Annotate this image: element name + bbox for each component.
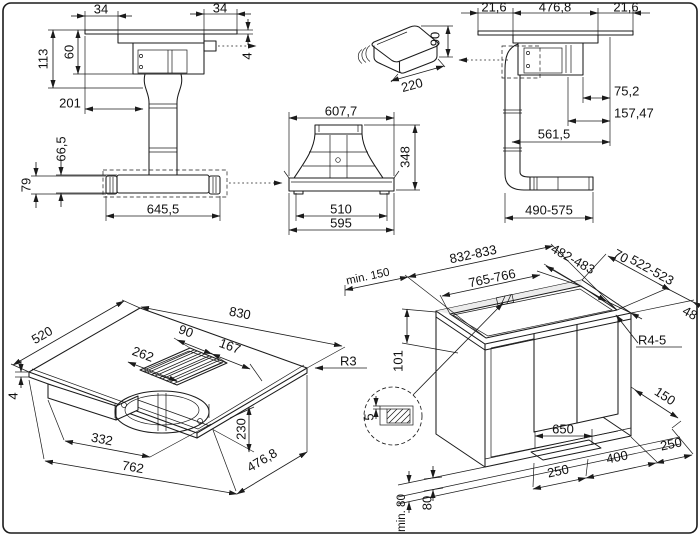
dim-outlet-range: 490-575 xyxy=(525,203,573,218)
wall-duct xyxy=(503,43,594,191)
dim-grille-width: 90 xyxy=(177,321,196,340)
dim-overhang-left: 34 xyxy=(94,2,108,17)
view-side-section-left: 34 34 4 113 60 201 79 xyxy=(19,1,283,221)
dim-hood-mount-width: 510 xyxy=(330,202,352,217)
dim-total-height: 113 xyxy=(36,49,51,70)
dim-hood-base-width: 595 xyxy=(330,216,352,231)
dim-vent-width: 650 xyxy=(552,422,574,437)
dim-offset-2: 157,47 xyxy=(614,106,654,121)
dim-vent-center: 400 xyxy=(605,447,629,466)
dim-overhang-right-r: 21,6 xyxy=(613,0,638,15)
dim-offset-1: 75,2 xyxy=(614,84,639,99)
dim-hob-width: 830 xyxy=(228,304,252,323)
dim-plinth-height: 79 xyxy=(19,178,34,192)
dim-top-clearance: 101 xyxy=(391,350,406,372)
view-hob-isometric: 520 830 90 167 262 4 332 762 230 xyxy=(6,299,367,496)
hob-glass-side-right xyxy=(477,30,634,79)
dim-grille-offset: 167 xyxy=(217,335,243,357)
view-hood-front: 607,7 348 510 595 xyxy=(283,104,420,235)
dim-vent-right: 250 xyxy=(659,434,683,453)
dim-elbow-width: 220 xyxy=(400,75,425,95)
dimensions-side-right: 21,6 476,8 21,6 75,2 157,47 561,5 490-57… xyxy=(461,0,654,223)
dim-plinth-height-cab: 80 xyxy=(420,496,435,510)
dim-corner-radius: R3 xyxy=(340,354,357,369)
dim-elbow-height: 90 xyxy=(428,32,443,46)
dimensions-hob-iso: 520 830 90 167 262 4 332 762 230 xyxy=(6,299,367,496)
dim-vent-left: 250 xyxy=(546,461,570,480)
dim-corner-radius-cab: R4-5 xyxy=(638,333,666,348)
telescopic-duct xyxy=(143,73,183,176)
airflow-arrow-right xyxy=(218,43,283,186)
floor-lines xyxy=(397,436,681,505)
plinth-downdraft-unit xyxy=(102,169,228,198)
dim-cutout-width-r: 476,8 xyxy=(539,0,572,15)
dim-plinth-width: 645,5 xyxy=(147,202,180,217)
dimensions-hood: 607,7 348 510 595 xyxy=(288,104,420,235)
hob-glass-side xyxy=(84,29,238,75)
dim-front-strip: 48 xyxy=(680,303,700,323)
dim-glass-thickness: 4 xyxy=(240,52,255,59)
dim-grille-offset-left: 262 xyxy=(130,343,156,365)
dim-body-height: 60 xyxy=(62,45,77,59)
dim-plinth-body-height: 66,5 xyxy=(54,136,69,161)
dimensions-side-left: 34 34 4 113 60 201 79 xyxy=(19,1,255,221)
dim-duct-offset: 201 xyxy=(59,96,81,111)
view-duct-elbow-3d: 90 220 xyxy=(357,25,508,95)
hob-underbody xyxy=(47,383,211,434)
dim-overhang-left-r: 21,6 xyxy=(481,0,506,15)
dimensions-elbow: 90 220 xyxy=(390,25,453,95)
hood-bell-body xyxy=(283,124,400,195)
detail-circle: 5 xyxy=(362,302,504,446)
dim-body-height: 230 xyxy=(234,418,249,440)
dim-hood-height: 348 xyxy=(398,146,413,168)
dim-fan-offset: 332 xyxy=(90,430,114,449)
vent-grille xyxy=(530,439,602,461)
dim-offset-3: 561,5 xyxy=(538,127,571,142)
dim-plinth-min-height: min. 80 xyxy=(396,494,408,532)
view-side-section-right: 21,6 476,8 21,6 75,2 157,47 561,5 490-57… xyxy=(461,0,654,223)
dim-overhang-right: 34 xyxy=(213,1,227,16)
dim-hood-top-width: 607,7 xyxy=(325,104,358,119)
dim-panel-gap: 5 xyxy=(362,413,377,420)
dim-glass-thickness-iso: 4 xyxy=(6,392,21,399)
dim-body-width: 762 xyxy=(121,458,145,477)
